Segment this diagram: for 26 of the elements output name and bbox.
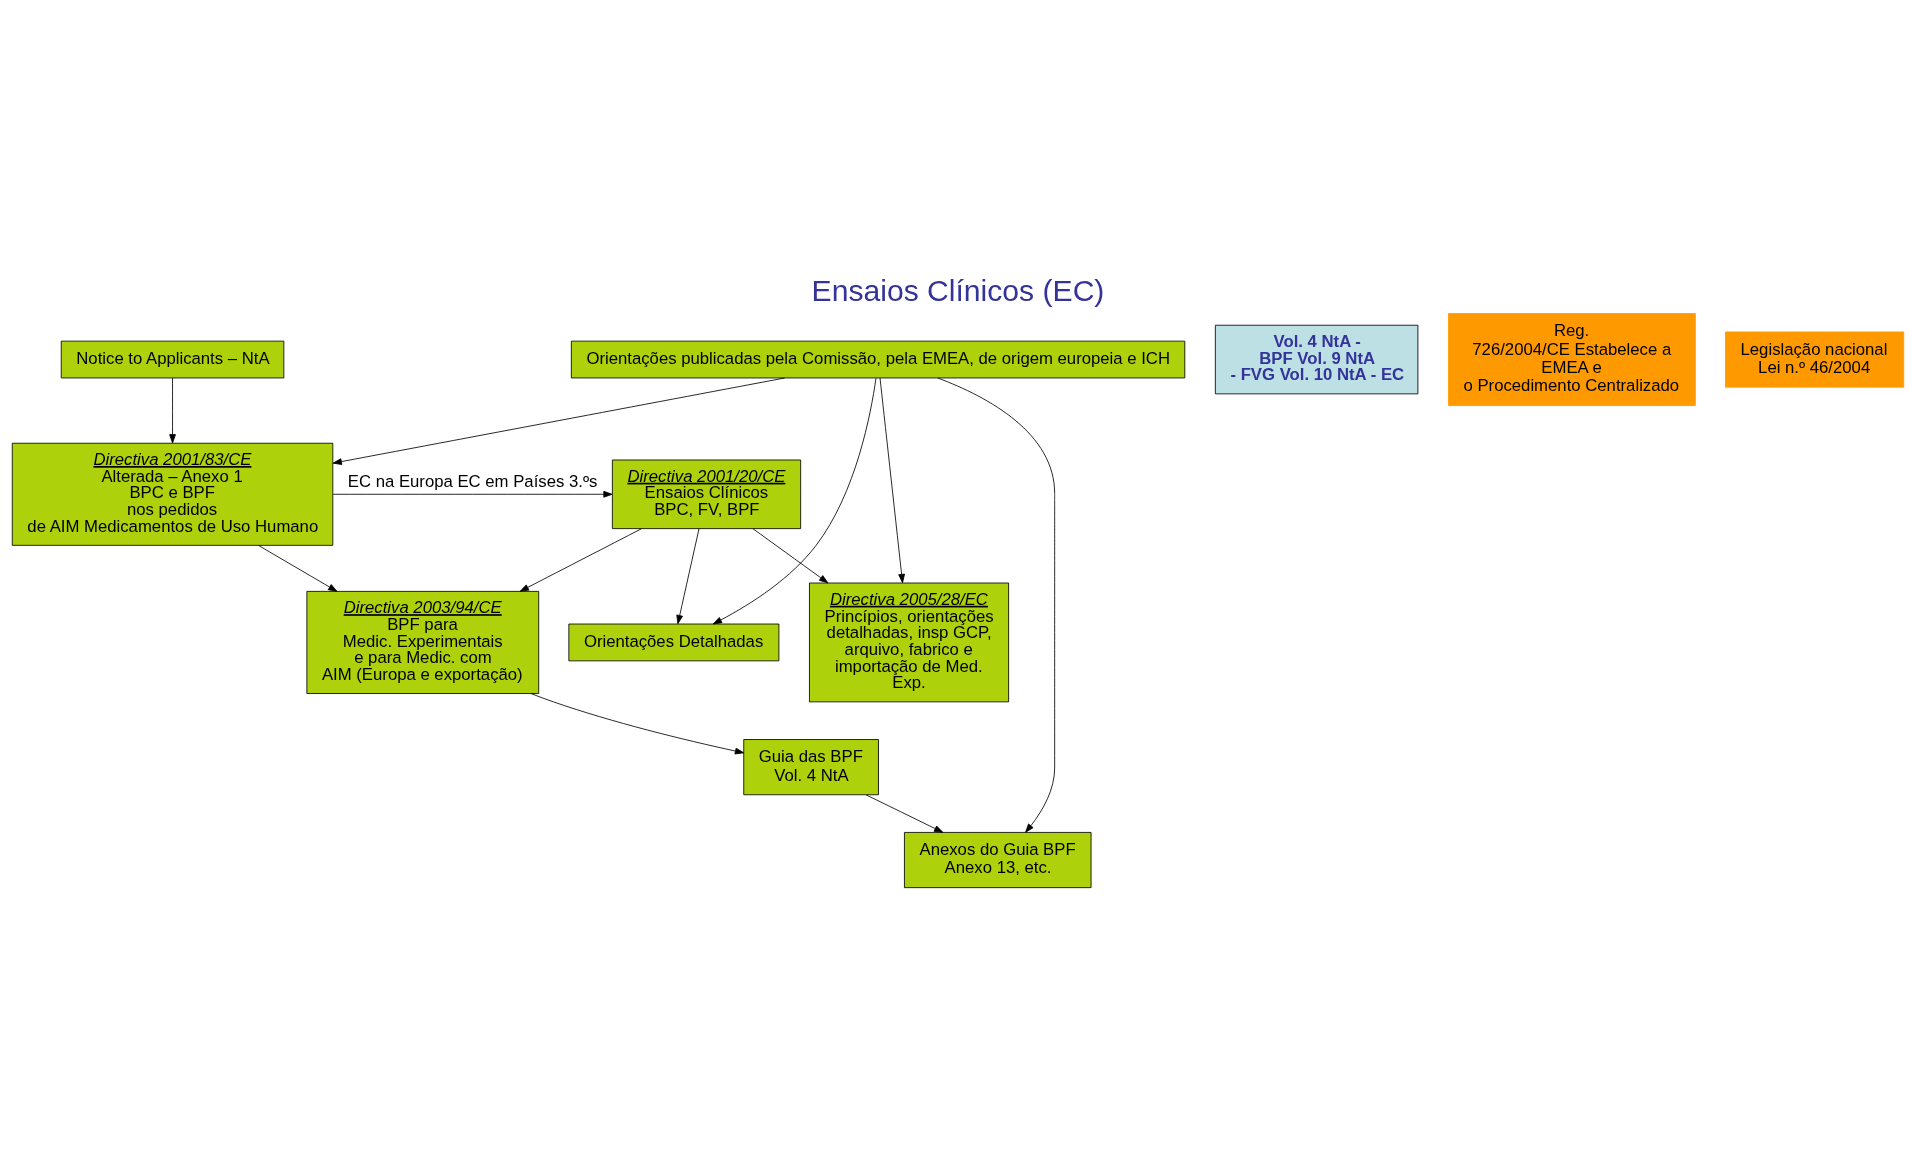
arrow bbox=[530, 692, 745, 754]
arrow bbox=[519, 527, 642, 592]
node-box: Orientações Detalhadas bbox=[568, 623, 780, 661]
arrow bbox=[332, 490, 613, 498]
node-box: Legislação nacional Lei n.º 46/2004 bbox=[1725, 331, 1905, 388]
node-box: Reg. 726/2004/CE Estabelece a EMEA e o Procedimento Centralizado bbox=[1448, 312, 1696, 406]
arrow bbox=[258, 544, 338, 592]
node-box: Guia das BPF Vol. 4 NtA bbox=[743, 738, 879, 795]
arrow bbox=[712, 377, 877, 624]
node-box: Vol. 4 NtA - BPF Vol. 9 NtA - FVG Vol. 10 NtA - EC bbox=[1214, 324, 1419, 394]
arrow bbox=[879, 377, 905, 583]
node-box: Anexos do Guia BPF Anexo 13, etc. bbox=[904, 831, 1092, 888]
node-box: Directiva 2001/83/CE Alterada – Anexo 1 BPC e BPF nos pedidos de AIM Medicamentos de Uso Humano bbox=[11, 442, 334, 546]
node-box: Orientações publicadas pela Comissão, pela EMEA, de origem europeia e ICH bbox=[570, 340, 1186, 378]
node-box: Directiva 2005/28/EC Princípios, orientações detalhadas, insp GCP, arquivo, fabrico e importação de Med. Exp. bbox=[809, 582, 1010, 702]
arrow bbox=[676, 527, 700, 624]
node-box: Notice to Applicants – NtA bbox=[60, 340, 285, 378]
arrow bbox=[169, 377, 176, 443]
edge-label: EC na Europa EC em Países 3.ºs bbox=[347, 471, 598, 491]
arrow bbox=[332, 377, 786, 465]
node-box: Directiva 2001/20/CE Ensaios Clínicos BPC, FV, BPF bbox=[611, 459, 802, 529]
arrow bbox=[752, 527, 829, 583]
arrow bbox=[937, 377, 1056, 833]
diagram-title: Ensaios Clínicos (EC) bbox=[811, 273, 1105, 307]
node-box: Directiva 2003/94/CE BPF para Medic. Experimentais e para Medic. com AIM (Europa e exportação) bbox=[306, 590, 540, 694]
arrow bbox=[865, 793, 944, 833]
